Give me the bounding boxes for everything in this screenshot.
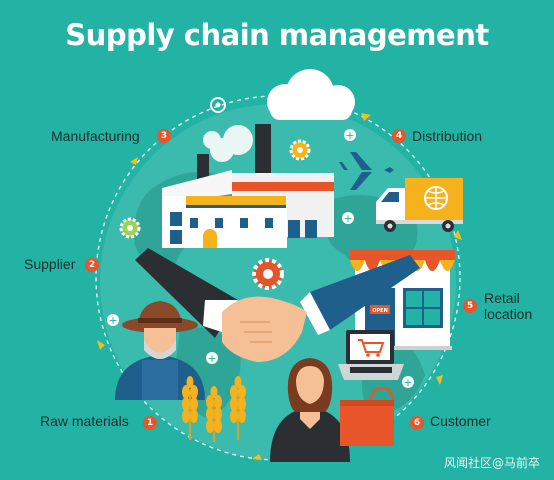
stage-supplier-number: 2	[85, 258, 99, 272]
svg-text:+: +	[345, 129, 354, 142]
stage-distribution-number: 4	[392, 129, 406, 143]
stage-customer-number: 6	[410, 416, 424, 430]
page-title: Supply chain management	[65, 18, 489, 52]
decor-dots: + + + + +	[107, 97, 414, 389]
wheat-icon	[182, 376, 246, 442]
customer-woman-icon	[270, 358, 350, 462]
handshake-icon	[135, 248, 420, 362]
stage-retail-label: Retail location	[484, 290, 533, 322]
gear-icon	[119, 139, 311, 290]
airplane-icon	[339, 152, 394, 190]
watermark: 风闻社区@马前卒	[443, 456, 540, 470]
farmer-icon	[115, 301, 205, 400]
stage-retail-number: 5	[463, 299, 477, 313]
cycle-arrows	[97, 113, 462, 460]
shop-open-sign: OPEN	[372, 308, 388, 314]
svg-text:+: +	[108, 314, 117, 327]
shopping-bag-icon	[340, 386, 395, 446]
factory-icon	[162, 124, 334, 248]
cloud-icon	[203, 69, 355, 162]
stage-supplier-label: Supplier	[24, 256, 76, 272]
svg-text:+: +	[207, 352, 216, 365]
stage-raw-materials-label: Raw materials	[40, 413, 129, 429]
delivery-truck-icon	[376, 178, 463, 232]
stage-distribution-label: Distribution	[412, 128, 483, 144]
stage-manufacturing-label: Manufacturing	[51, 128, 140, 144]
stage-customer-label: Customer	[430, 413, 491, 429]
svg-text:+: +	[403, 376, 412, 389]
stage-manufacturing-number: 3	[157, 129, 171, 143]
stage-raw-materials-number: 1	[143, 416, 157, 430]
svg-text:+: +	[343, 212, 352, 225]
laptop-cart-icon	[338, 330, 404, 380]
